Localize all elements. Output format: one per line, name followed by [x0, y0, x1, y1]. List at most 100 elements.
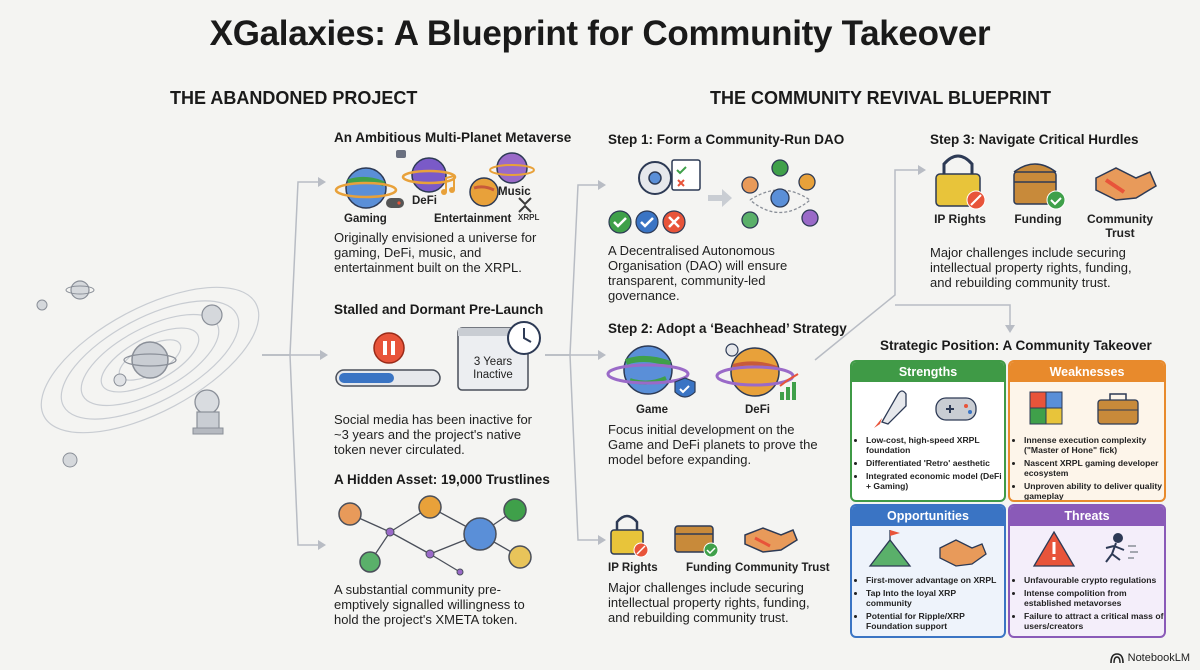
- toolbox-icon: [1097, 393, 1139, 425]
- weaknesses-illustration: [1029, 391, 1139, 425]
- handshake-icon: [744, 527, 798, 553]
- defi-planet-icon: [401, 157, 457, 193]
- funding-label: Funding: [1014, 212, 1062, 226]
- community-trust-label: Community Trust: [1087, 212, 1153, 240]
- swot-title: Strategic Position: A Community Takeover: [880, 338, 1152, 353]
- entertainment-label: Entertainment: [434, 213, 512, 225]
- inactive-badge-line1: 3 Years: [473, 356, 513, 368]
- small-planet-icon: [201, 304, 223, 326]
- small-gear-icon: [725, 343, 739, 357]
- voting-card-icon: [671, 159, 701, 191]
- strengths-illustration: [874, 390, 977, 428]
- mountain-flag-icon: [868, 530, 912, 567]
- treasure-chest-icon: [674, 525, 719, 558]
- user-avatar-icon: [508, 545, 532, 569]
- weaknesses-heading: Weaknesses: [1010, 362, 1164, 382]
- threats-illustration: [1032, 530, 1138, 567]
- arrow-right-icon: [708, 189, 732, 207]
- ip-rights-label: IP Rights: [934, 212, 986, 226]
- strengths-heading: Strengths: [852, 362, 1004, 382]
- weakness-item: Innense execution complexity ("Master of…: [1024, 435, 1164, 455]
- padlock-icon: [610, 514, 649, 558]
- connector-to-step3: [814, 169, 918, 361]
- opportunity-item: Potential for Ripple/XRP Foundation supp…: [866, 611, 1004, 631]
- swot-threats-card: Threats Unfavourable crypto regulations …: [1008, 504, 1166, 638]
- page-title: XGalaxies: A Blueprint for Community Tak…: [209, 14, 991, 53]
- step1-title: Step 1: Form a Community-Run DAO: [608, 132, 845, 147]
- weaknesses-list: Innense execution complexity ("Master of…: [1010, 435, 1164, 500]
- progress-bar: [335, 369, 441, 387]
- step2-title: Step 2: Adopt a ‘Beachhead’ Strategy: [608, 321, 847, 336]
- xrpl-label: XRPL: [518, 213, 540, 222]
- padlock-icon: [935, 154, 986, 210]
- threat-item: Intense compolition from established met…: [1024, 588, 1164, 608]
- reject-vote-icon: [662, 210, 686, 234]
- community-trust-label-small: Community Trust: [735, 562, 830, 574]
- pause-icon: [373, 332, 405, 364]
- brand-name: NotebookLM: [1127, 652, 1190, 664]
- strengths-list: Low-cost, high-speed XRPL foundation Dif…: [852, 435, 1004, 491]
- gear-icon: [638, 161, 672, 195]
- approve-vote-icon: [635, 210, 659, 234]
- defi-label: DeFi: [412, 195, 437, 207]
- beachhead-illustration: [606, 343, 799, 400]
- music-label: Music: [498, 186, 531, 198]
- robot-icon: [396, 150, 406, 158]
- connector-to-asset: [262, 354, 318, 546]
- music-planet-icon: [489, 152, 535, 184]
- rocket-icon: [874, 390, 907, 428]
- gamepad-icon: [935, 397, 977, 421]
- shield-check-icon: [674, 377, 696, 398]
- approve-vote-icon: [608, 210, 632, 234]
- strength-item: Differentiated 'Retro' aesthetic: [866, 458, 1004, 468]
- step3-hurdles-illustration: [935, 154, 1157, 210]
- opportunity-item: Tap Into the loyal XRP community: [866, 588, 1004, 608]
- central-user-icon: [463, 517, 497, 551]
- hurdles-small-description: Major challenges include securing intell…: [608, 580, 810, 625]
- clock-icon: [507, 321, 541, 355]
- step3-description: Major challenges include securing intell…: [930, 245, 1132, 290]
- connector-to-hurdles: [545, 354, 598, 541]
- strength-item: Low-cost, high-speed XRPL foundation: [866, 435, 1004, 455]
- inactive-badge-line2: Inactive: [473, 369, 513, 381]
- growth-chart-icon: [779, 373, 799, 400]
- user-avatar-icon: [418, 495, 442, 519]
- treasure-chest-icon: [1013, 163, 1066, 210]
- asset-description: A substantial community pre-emptively si…: [334, 582, 525, 627]
- game-label: Game: [636, 404, 668, 416]
- opportunities-list: First-mover advantage on XRPL Tap Into t…: [852, 575, 1004, 631]
- galaxy-illustration: [36, 280, 260, 468]
- metaverse-description: Originally envisioned a universe for gam…: [334, 230, 537, 275]
- telescope-icon: [192, 389, 224, 435]
- game-planet-icon: [606, 345, 690, 395]
- metaverse-title: An Ambitious Multi-Planet Metaverse: [334, 130, 572, 145]
- left-column-heading: THE ABANDONED PROJECT: [170, 88, 418, 108]
- gaming-planet-icon: [334, 167, 398, 209]
- swot-opportunities-card: Opportunities First-mover advantage on X…: [850, 504, 1006, 638]
- running-person-icon: [1105, 533, 1138, 563]
- connector-to-swot: [895, 304, 1011, 325]
- user-avatar-icon: [338, 502, 362, 526]
- threat-item: Failure to attract a critical mass of us…: [1024, 611, 1164, 631]
- entertainment-planet-icon: [469, 177, 499, 207]
- xrpl-logo-icon: [518, 197, 532, 213]
- step3-title: Step 3: Navigate Critical Hurdles: [930, 132, 1139, 147]
- strength-item: Integrated economic model (DeFi + Gaming…: [866, 471, 1004, 491]
- stalled-title: Stalled and Dormant Pre-Launch: [334, 302, 544, 317]
- threats-list: Unfavourable crypto regulations Intense …: [1010, 575, 1164, 631]
- right-column-heading: THE COMMUNITY REVIVAL BLUEPRINT: [710, 88, 1052, 108]
- gaming-label: Gaming: [344, 213, 387, 225]
- opportunities-illustration: [868, 530, 987, 567]
- metaverse-planets-illustration: [334, 150, 535, 213]
- weakness-item: Unproven ability to deliver quality game…: [1024, 481, 1164, 500]
- community-group-icon: [741, 159, 819, 229]
- trustline-network-illustration: [338, 495, 532, 576]
- puzzle-icon: [1029, 391, 1063, 425]
- user-avatar-icon: [503, 498, 527, 522]
- swot-weaknesses-card: Weaknesses Innense execution complexity …: [1008, 360, 1166, 502]
- opportunities-heading: Opportunities: [852, 506, 1004, 526]
- threat-item: Unfavourable crypto regulations: [1024, 575, 1164, 585]
- defi-label-step2: DeFi: [745, 404, 770, 416]
- asset-title: A Hidden Asset: 19,000 Trustlines: [334, 472, 550, 487]
- swot-strengths-card: Strengths Low-cost, high-speed XRPL foun…: [850, 360, 1006, 502]
